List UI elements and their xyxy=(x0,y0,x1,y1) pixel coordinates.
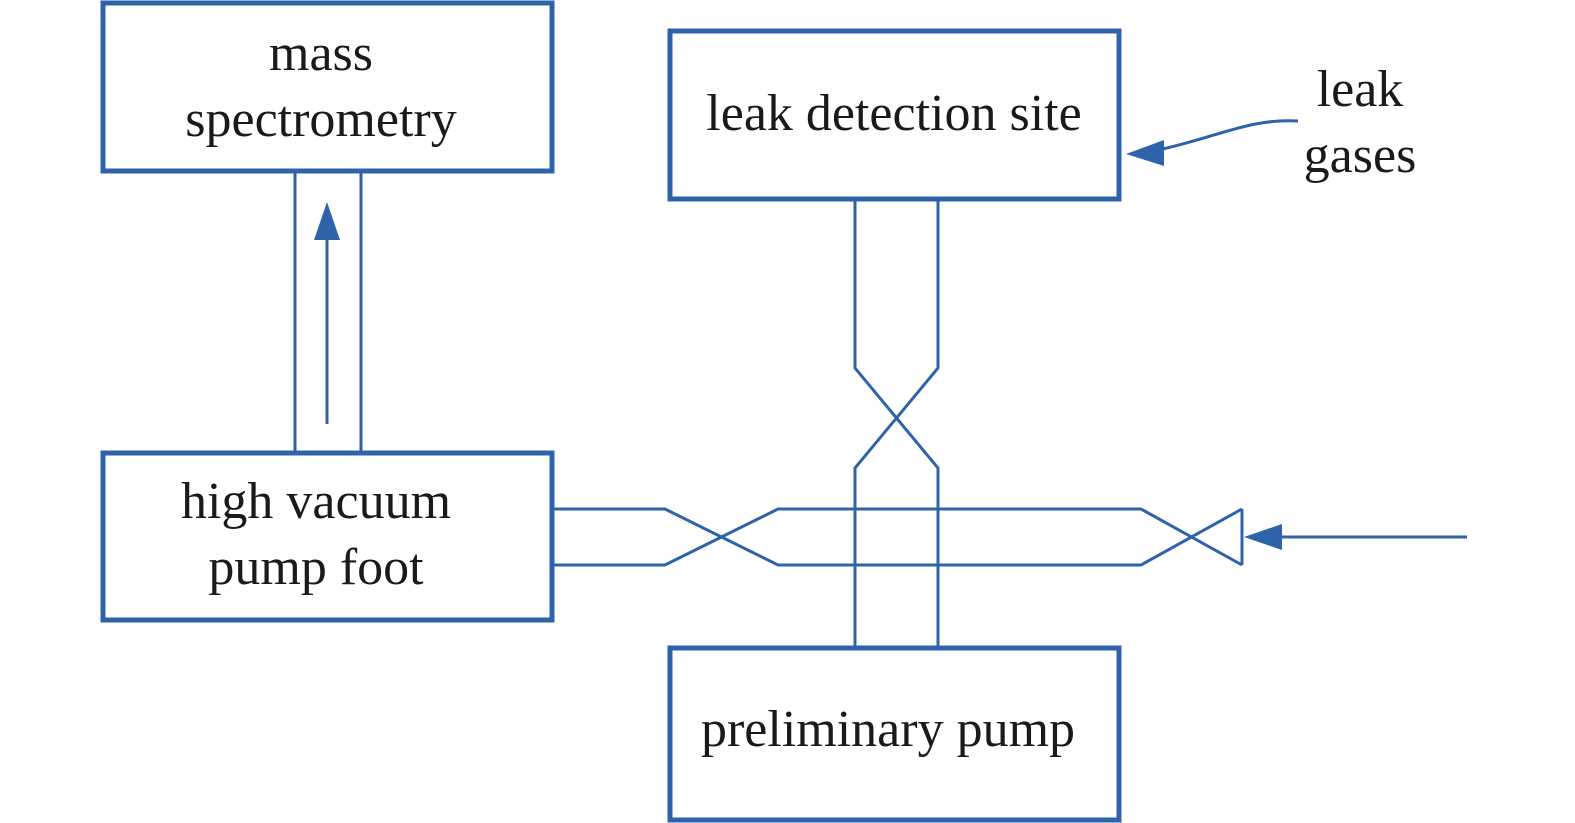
flow-up-arrowhead xyxy=(314,202,340,240)
leak-gases-arrowhead xyxy=(1126,140,1164,166)
mass-spectrometry-node: mass spectrometry xyxy=(100,0,555,174)
leak-gases-annotation: leak gases xyxy=(1126,61,1416,184)
high-vacuum-pump-foot-node: high vacuum pump foot xyxy=(100,450,555,623)
preliminary-pump-label: preliminary pump xyxy=(701,701,1075,758)
vertical-pipe-right-wall xyxy=(853,201,940,646)
leak-gases-arrow-line xyxy=(1157,119,1299,152)
leak-gases-label-line1: leak xyxy=(1317,61,1404,118)
high-vacuum-pump-foot-label-line2: pump foot xyxy=(208,539,424,596)
pipe-pump-to-spectrometer xyxy=(293,173,363,451)
leak-detection-site-box xyxy=(667,28,1122,202)
inlet-arrowhead xyxy=(1244,524,1282,550)
leak-detection-site-node: leak detection site xyxy=(667,28,1122,202)
high-vacuum-pump-foot-label-line1: high vacuum xyxy=(181,473,451,530)
preliminary-pump-node: preliminary pump xyxy=(667,645,1122,823)
inlet-arrow xyxy=(1244,524,1467,550)
preliminary-pump-box xyxy=(667,645,1122,823)
horizontal-pipe-top-wall xyxy=(554,507,1243,567)
leak-detection-site-label: leak detection site xyxy=(706,85,1081,142)
horizontal-pipe-bottom-wall xyxy=(554,507,1243,567)
leak-gases-label-line2: gases xyxy=(1304,127,1417,184)
mass-spectrometry-label-line2: spectrometry xyxy=(185,91,456,148)
vertical-pipe-left-wall xyxy=(853,201,940,646)
horizontal-pipe-with-valves xyxy=(554,507,1244,567)
vertical-pipe-with-valve xyxy=(853,201,940,646)
mass-spectrometry-box xyxy=(100,0,555,174)
mass-spectrometry-label-line1: mass xyxy=(269,25,373,82)
high-vacuum-pump-foot-box xyxy=(100,450,555,623)
